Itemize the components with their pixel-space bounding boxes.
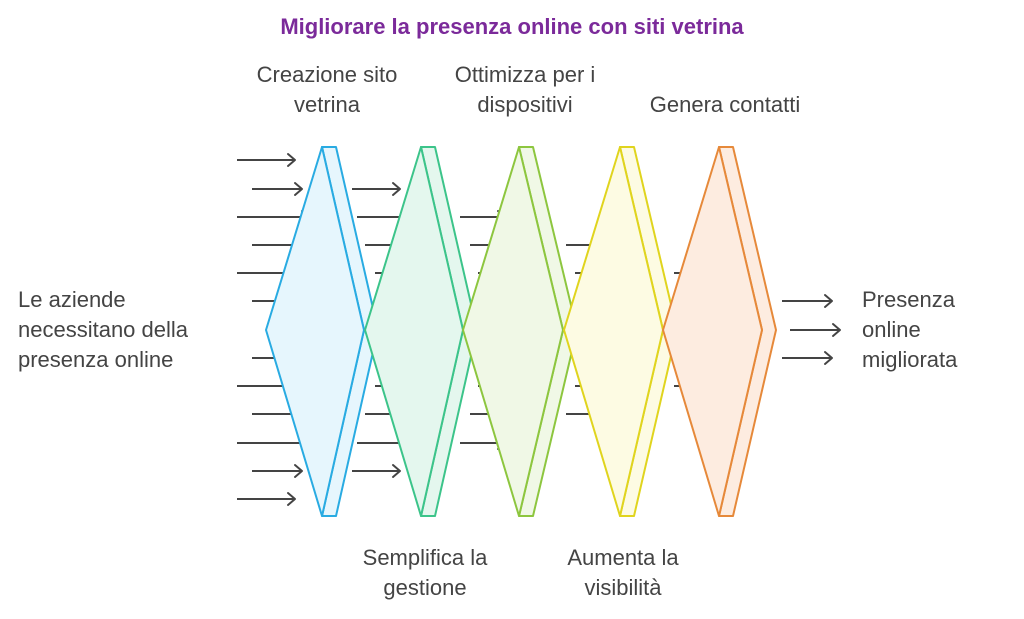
stage-label-5: Genera contatti xyxy=(625,90,825,120)
input-arrow-2 xyxy=(252,182,303,196)
stage-label-2: Semplifica la gestione xyxy=(325,543,525,603)
output-label: Presenza online migliorata xyxy=(862,285,957,375)
stage-label-3-line-2: dispositivi xyxy=(477,92,573,117)
stage-5-chevron xyxy=(662,146,777,517)
input-arrow-12 xyxy=(252,464,303,478)
stage-1-arrow-1 xyxy=(352,182,401,196)
output-label-line-2: online xyxy=(862,317,921,342)
input-arrow-1 xyxy=(237,153,296,167)
output-label-line-3: migliorata xyxy=(862,347,958,372)
stage-label-4-line-2: visibilità xyxy=(584,575,662,600)
stage-label-2-line-1: Semplifica la xyxy=(362,545,488,570)
input-label: Le aziende necessitano della presenza on… xyxy=(18,285,188,375)
input-arrow-13 xyxy=(237,492,296,506)
stage-4-chevron xyxy=(563,146,678,517)
stage-label-4: Aumenta la visibilità xyxy=(523,543,723,603)
stage-1-arrow-11 xyxy=(352,464,401,478)
stage-label-1: Creazione sito vetrina xyxy=(227,60,427,120)
stage-label-3-line-1: Ottimizza per i xyxy=(454,62,596,87)
input-arrow-3 xyxy=(237,210,310,224)
input-label-line-3: presenza online xyxy=(18,347,174,372)
stage-2-chevron xyxy=(364,146,478,517)
diagram-title: Migliorare la presenza online con siti v… xyxy=(280,14,744,39)
stage-label-2-line-2: gestione xyxy=(383,575,467,600)
stage-label-1-line-1: Creazione sito xyxy=(256,62,398,87)
output-arrow-1 xyxy=(782,294,833,308)
output-arrow-2 xyxy=(790,323,841,337)
stage-3-chevron xyxy=(462,146,578,517)
input-label-line-2: necessitano della xyxy=(18,317,189,342)
stage-label-1-line-2: vetrina xyxy=(293,92,361,117)
output-label-line-1: Presenza xyxy=(862,287,955,312)
input-label-line-1: Le aziende xyxy=(18,287,126,312)
stage-label-5-line-1: Genera contatti xyxy=(649,92,801,117)
stage-1-chevron xyxy=(265,146,379,517)
stage-label-3: Ottimizza per i dispositivi xyxy=(425,60,625,120)
output-arrow-3 xyxy=(782,351,833,365)
stage-label-4-line-1: Aumenta la xyxy=(567,545,679,570)
